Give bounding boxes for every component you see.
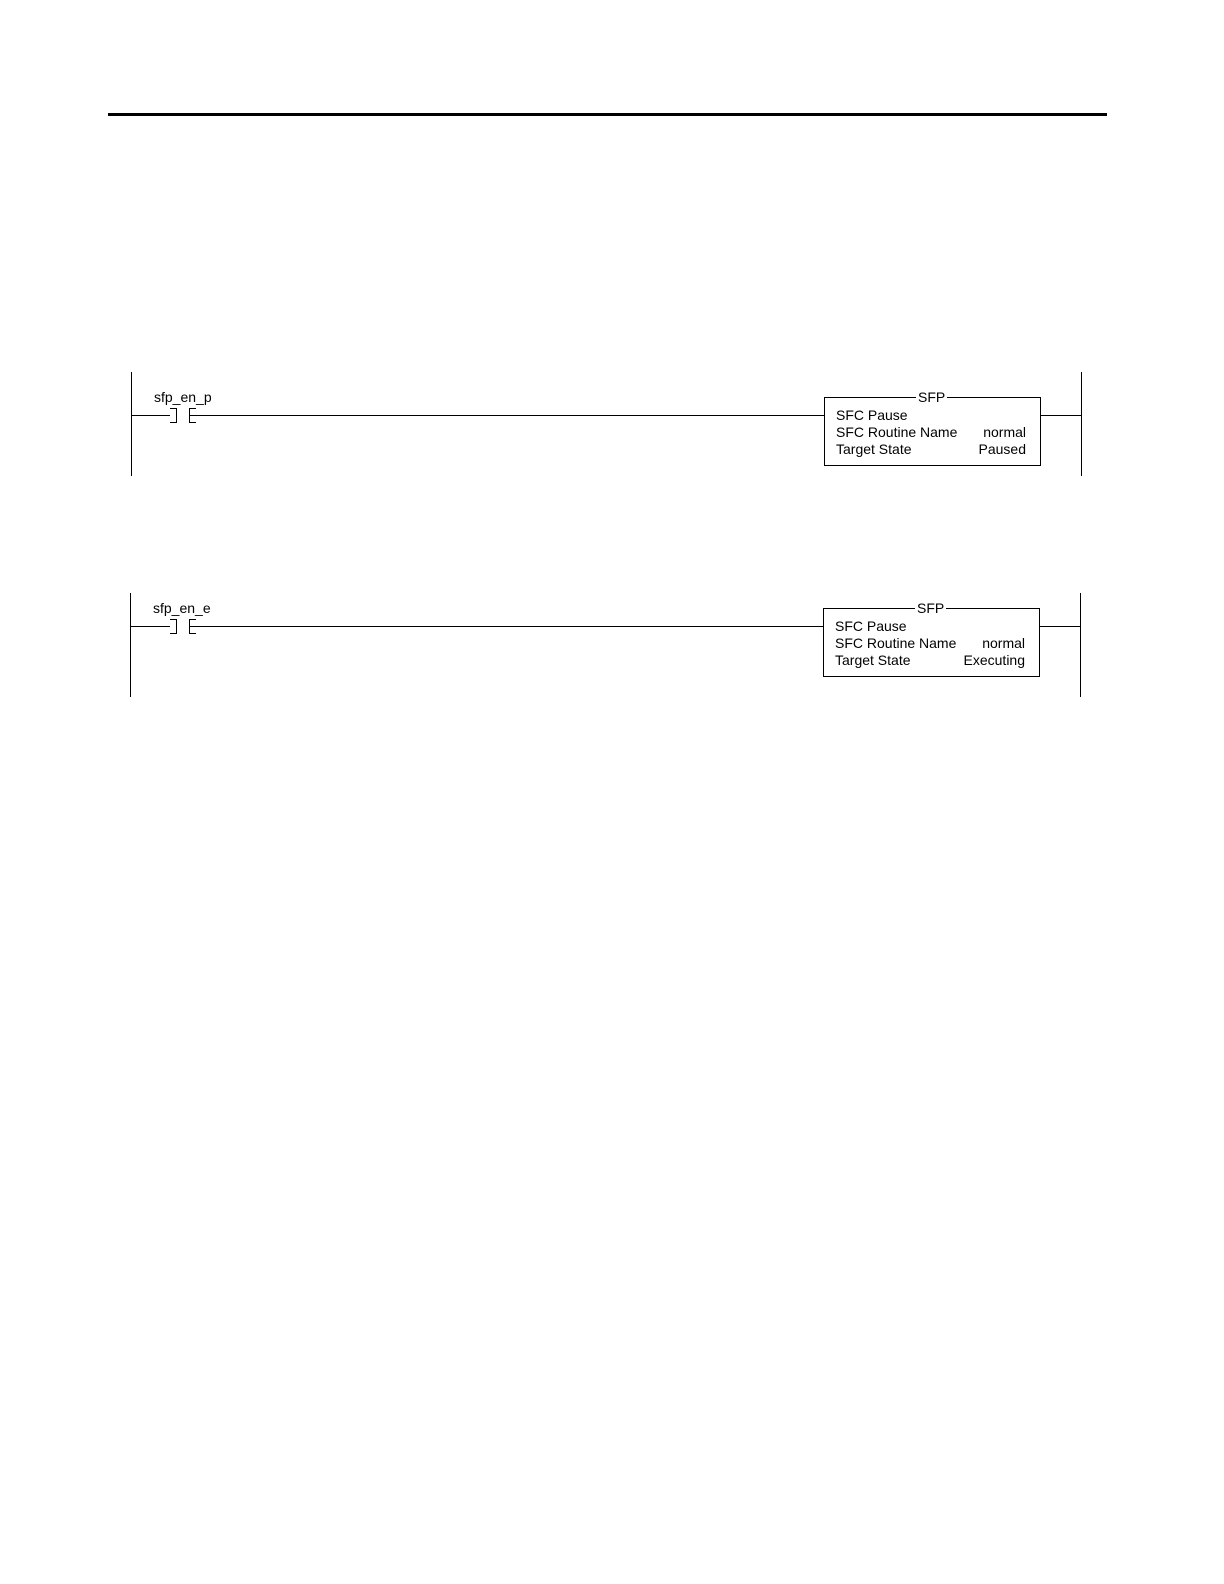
ladder-rung-1: sfp_en_p SFP SFC Pause SFC Routine Name … [0, 370, 1224, 480]
field-label-target-state: Target State [836, 441, 912, 457]
ladder-rung-2: sfp_en_e SFP SFC Pause SFC Routine Name … [0, 591, 1224, 701]
instruction-mnemonic: SFP [916, 389, 947, 405]
instruction-title: SFC Pause [836, 407, 908, 423]
contact-left-bracket [170, 620, 177, 634]
field-value-target-state: Executing [964, 652, 1025, 668]
instruction-mnemonic: SFP [915, 600, 946, 616]
field-value-routine-name: normal [982, 635, 1025, 651]
field-label-routine-name: SFC Routine Name [835, 635, 956, 651]
instruction-title: SFC Pause [835, 618, 907, 634]
rung-1-graphics [0, 370, 1224, 480]
contact-left-bracket [170, 409, 177, 423]
field-label-target-state: Target State [835, 652, 911, 668]
contact-tag-label: sfp_en_p [154, 389, 212, 405]
field-value-routine-name: normal [983, 424, 1026, 440]
header-rule [108, 113, 1107, 116]
contact-tag-label: sfp_en_e [153, 600, 211, 616]
field-label-routine-name: SFC Routine Name [836, 424, 957, 440]
field-value-target-state: Paused [979, 441, 1026, 457]
